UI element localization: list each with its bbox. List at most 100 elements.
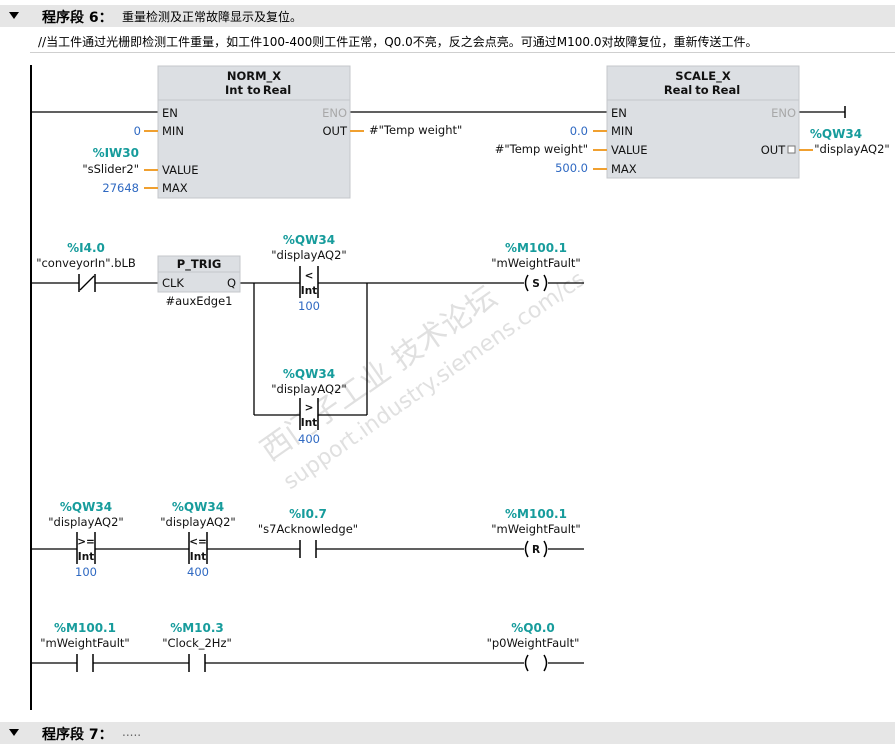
network-7-description: ..... bbox=[122, 725, 142, 739]
compare-gt-operator: > bbox=[305, 402, 314, 414]
scale-x-max-pin: MAX bbox=[611, 162, 637, 176]
scale-x-en-pin: EN bbox=[611, 106, 627, 120]
norm-x-block[interactable]: NORM_X Int to Real EN ENO MIN OUT VALUE … bbox=[157, 65, 351, 199]
p-trig-aux-tag[interactable]: #auxEdge1 bbox=[165, 294, 232, 308]
p-trig-name: P_TRIG bbox=[177, 257, 222, 272]
compare-le-operator: <= bbox=[189, 536, 207, 548]
output-coil-weight-fault-lamp[interactable] bbox=[524, 654, 548, 672]
compare-ge-100[interactable]: >= Int bbox=[76, 532, 96, 564]
norm-x-out-pin: OUT bbox=[323, 124, 348, 138]
compare-le-value[interactable]: 400 bbox=[187, 565, 209, 579]
compare-gt-type: Int bbox=[301, 417, 317, 429]
norm-x-type-sep: to bbox=[247, 83, 260, 97]
no-contact-acknowledge[interactable] bbox=[299, 540, 317, 558]
reset-coil-weight-fault[interactable]: R bbox=[524, 540, 548, 558]
norm-x-value-address[interactable]: %IW30 bbox=[93, 146, 139, 160]
compare-ge-type: Int bbox=[78, 551, 94, 563]
collapse-triangle-icon[interactable] bbox=[9, 12, 19, 19]
norm-x-min-pin: MIN bbox=[162, 124, 184, 138]
no-contact-clock-tag[interactable]: "Clock_2Hz" bbox=[162, 636, 232, 650]
compare-ge-value[interactable]: 100 bbox=[75, 565, 97, 579]
scale-x-type-from[interactable]: Real bbox=[664, 83, 692, 97]
scale-x-value-pin: VALUE bbox=[611, 143, 648, 157]
compare-lt-address[interactable]: %QW34 bbox=[283, 233, 335, 247]
nc-contact-conveyor-in[interactable] bbox=[78, 274, 96, 292]
nc-contact-tag[interactable]: "conveyorIn".bLB bbox=[36, 256, 136, 270]
output-coil-address[interactable]: %Q0.0 bbox=[511, 621, 554, 635]
no-contact-clock-2hz[interactable] bbox=[188, 654, 206, 672]
reset-coil-tag[interactable]: "mWeightFault" bbox=[491, 522, 580, 536]
norm-x-type-from[interactable]: Int bbox=[225, 83, 243, 97]
no-contact-ack-address[interactable]: %I0.7 bbox=[289, 507, 327, 521]
scale-x-min-pin: MIN bbox=[611, 124, 633, 138]
norm-x-min-value[interactable]: 0 bbox=[134, 124, 141, 138]
output-coil-tag[interactable]: "p0WeightFault" bbox=[487, 636, 580, 650]
compare-lt-value[interactable]: 100 bbox=[298, 299, 320, 313]
network-7-header[interactable]: 程序段 7： ..... bbox=[0, 722, 895, 744]
compare-ge-tag[interactable]: "displayAQ2" bbox=[48, 515, 123, 529]
no-contact-m100-address[interactable]: %M100.1 bbox=[54, 621, 116, 635]
compare-le-address[interactable]: %QW34 bbox=[172, 500, 224, 514]
set-coil-tag[interactable]: "mWeightFault" bbox=[491, 256, 580, 270]
network-6-comment-text: //当工件通过光栅即检测工件重量，如工件100-400则工件正常，Q0.0不亮，… bbox=[38, 35, 758, 49]
rung-1: NORM_X Int to Real EN ENO MIN OUT VALUE … bbox=[31, 65, 890, 199]
scale-x-type-to[interactable]: Real bbox=[712, 83, 740, 97]
network-6-comment[interactable]: //当工件通过光栅即检测工件重量，如工件100-400则工件正常，Q0.0不亮，… bbox=[30, 30, 895, 53]
rung-2: %I4.0 "conveyorIn".bLB P_TRIG CLK Q #aux… bbox=[31, 233, 584, 446]
set-coil-type: S bbox=[532, 278, 540, 290]
network-6-title: 程序段 6： bbox=[42, 10, 113, 26]
scale-x-out-address[interactable]: %QW34 bbox=[810, 127, 862, 141]
compare-le-type: Int bbox=[190, 551, 206, 563]
scale-x-type-sep: to bbox=[695, 83, 708, 97]
compare-gt-tag[interactable]: "displayAQ2" bbox=[271, 382, 346, 396]
reset-coil-type: R bbox=[532, 544, 540, 556]
norm-x-value-pin: VALUE bbox=[162, 163, 199, 177]
norm-x-value-tag[interactable]: "sSlider2" bbox=[82, 162, 139, 176]
network-6-description: 重量检测及正常故障显示及复位。 bbox=[122, 10, 303, 24]
nc-contact-address[interactable]: %I4.0 bbox=[67, 241, 105, 255]
norm-x-out-tag[interactable]: #"Temp weight" bbox=[369, 123, 462, 137]
compare-le-400[interactable]: <= Int bbox=[188, 532, 208, 564]
scale-x-eno-pin: ENO bbox=[771, 106, 796, 120]
norm-x-max-pin: MAX bbox=[162, 181, 188, 195]
scale-x-out-pin: OUT bbox=[761, 143, 786, 157]
p-trig-block[interactable]: P_TRIG CLK Q bbox=[157, 255, 241, 293]
compare-lt-tag[interactable]: "displayAQ2" bbox=[271, 248, 346, 262]
rung-4: %M100.1 "mWeightFault" %M10.3 "Clock_2Hz… bbox=[31, 621, 584, 672]
collapse-triangle-icon[interactable] bbox=[9, 729, 19, 736]
norm-x-name: NORM_X bbox=[227, 69, 281, 84]
norm-x-type-to[interactable]: Real bbox=[263, 83, 291, 97]
norm-x-max-value[interactable]: 27648 bbox=[102, 181, 139, 195]
compare-ge-operator: >= bbox=[77, 536, 95, 548]
p-trig-q-pin: Q bbox=[227, 276, 236, 290]
reset-coil-address[interactable]: %M100.1 bbox=[505, 507, 567, 521]
set-coil-address[interactable]: %M100.1 bbox=[505, 241, 567, 255]
compare-lt-type: Int bbox=[301, 285, 317, 297]
compare-gt-400[interactable]: > Int bbox=[299, 398, 319, 430]
scale-x-name: SCALE_X bbox=[675, 69, 731, 84]
compare-le-tag[interactable]: "displayAQ2" bbox=[160, 515, 235, 529]
scale-x-out-tag[interactable]: "displayAQ2" bbox=[814, 142, 889, 156]
compare-lt-operator: < bbox=[305, 270, 314, 282]
norm-x-eno-pin: ENO bbox=[322, 106, 347, 120]
network-6-header[interactable]: 程序段 6： 重量检测及正常故障显示及复位。 bbox=[0, 5, 895, 27]
no-contact-clock-address[interactable]: %M10.3 bbox=[170, 621, 224, 635]
no-contact-ack-tag[interactable]: "s7Acknowledge" bbox=[258, 522, 358, 536]
compare-ge-address[interactable]: %QW34 bbox=[60, 500, 112, 514]
compare-lt-100[interactable]: < Int bbox=[299, 266, 319, 298]
scale-x-value-tag[interactable]: #"Temp weight" bbox=[495, 142, 588, 156]
network-7-title: 程序段 7： bbox=[42, 727, 113, 743]
scale-x-min-value[interactable]: 0.0 bbox=[570, 124, 588, 138]
rung-3: >= Int %QW34 "displayAQ2" 100 <= Int %QW… bbox=[31, 500, 584, 579]
compare-gt-value[interactable]: 400 bbox=[298, 432, 320, 446]
out-connector-icon bbox=[787, 145, 796, 154]
no-contact-m100-tag[interactable]: "mWeightFault" bbox=[40, 636, 129, 650]
no-contact-weight-fault[interactable] bbox=[76, 654, 94, 672]
compare-gt-address[interactable]: %QW34 bbox=[283, 367, 335, 381]
scale-x-block[interactable]: SCALE_X Real to Real EN ENO MIN VALUE OU… bbox=[606, 65, 800, 179]
scale-x-max-value[interactable]: 500.0 bbox=[555, 161, 588, 175]
p-trig-clk-pin: CLK bbox=[162, 276, 184, 290]
set-coil-weight-fault[interactable]: S bbox=[524, 274, 548, 292]
